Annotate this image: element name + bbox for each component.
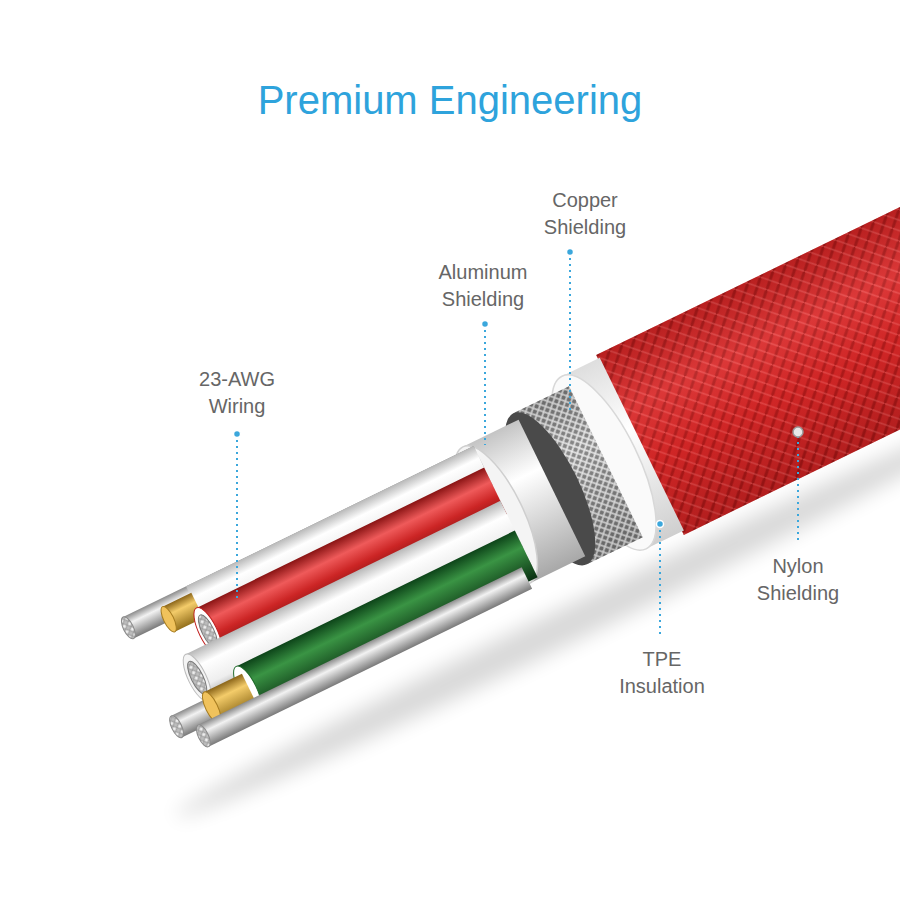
leader-lines-part [569,252,571,410]
leader-dots-part [793,427,803,437]
leader-dots-part [234,431,241,438]
part-label: 23-AWG Wiring [178,366,296,420]
page-title: Premium Engineering [0,78,900,123]
wire-bundle-part [194,723,214,749]
leader-lines [237,252,798,634]
leader-lines-part [236,434,238,600]
wire-bundle-part [198,567,532,746]
leader-dots-part [567,249,574,256]
part-label: TPE Insulation [603,646,721,700]
wire-bundle-part [119,615,139,641]
part-label: Aluminum Shielding [424,259,542,313]
wire-bundle [119,446,542,758]
leader-lines-part [484,324,486,445]
wire-bundle-part [167,714,187,740]
cable-illustration [75,127,900,832]
wire-bundle-part [158,604,179,634]
leader-dots-part [482,321,489,328]
part-label: Copper Shielding [526,187,644,241]
part-label: Nylon Shielding [739,553,857,607]
leader-lines-part [659,524,661,634]
leader-lines-part [797,432,799,540]
leader-dots [234,249,804,528]
wire-bundle-part [184,659,211,697]
leader-dots-part [657,521,664,528]
